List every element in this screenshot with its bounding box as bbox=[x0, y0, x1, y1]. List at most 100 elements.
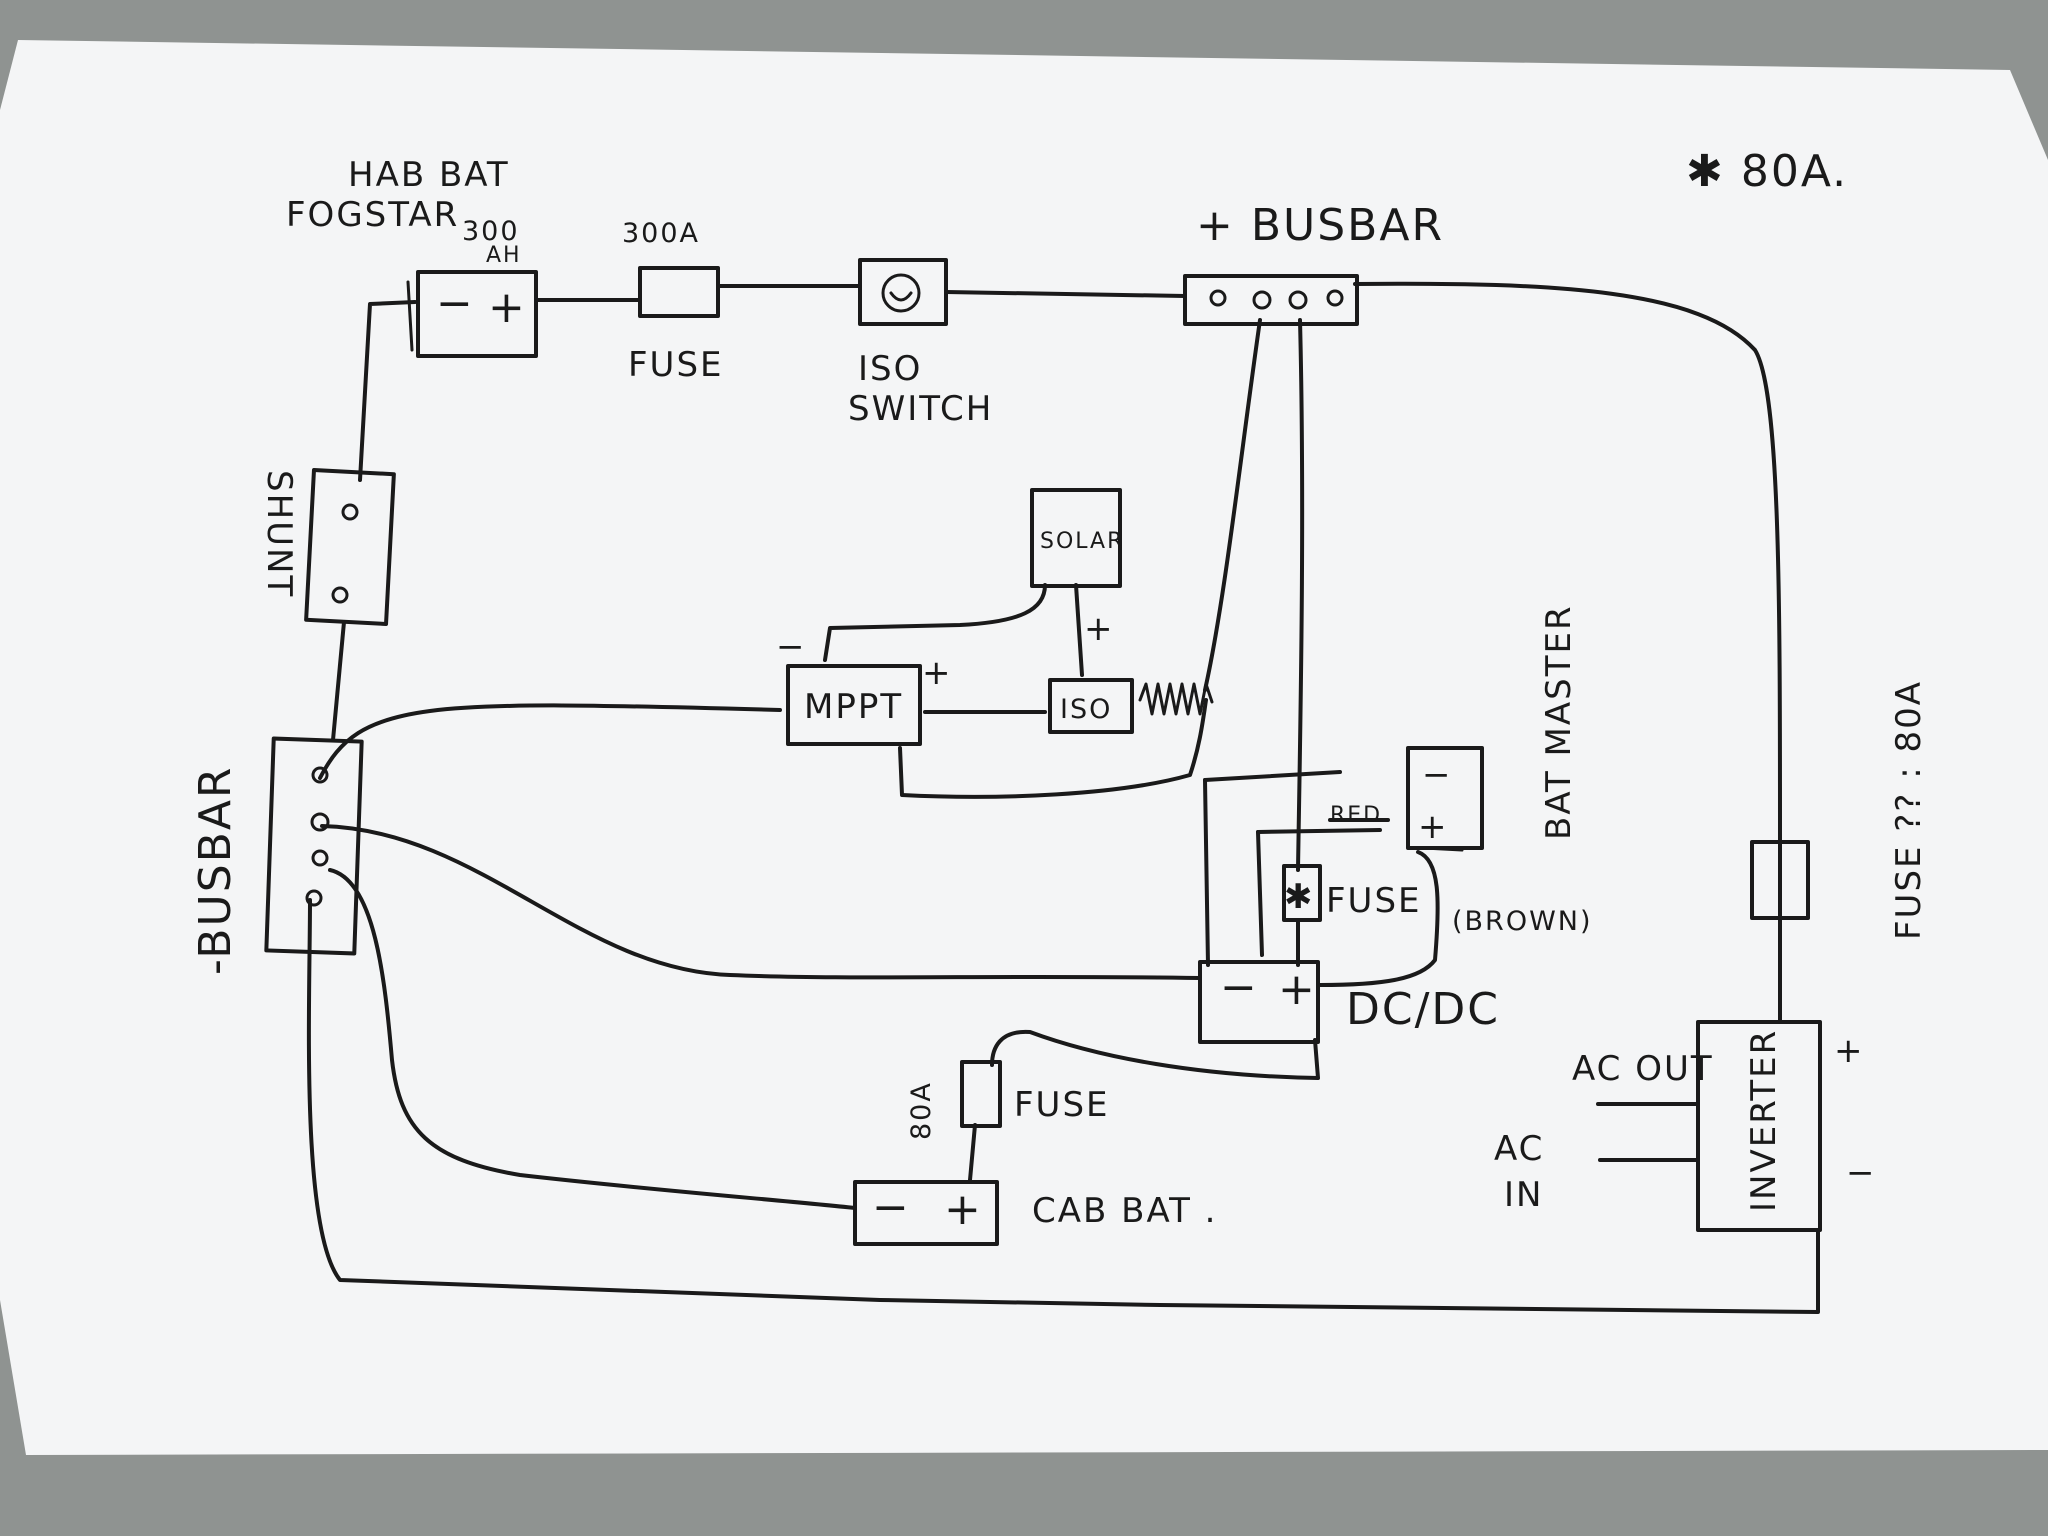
wire-dcdc-top-frame bbox=[1203, 770, 1342, 782]
neg-busbar-box bbox=[264, 736, 364, 956]
neg-busbar-terminal-4-icon bbox=[305, 889, 323, 907]
pos-busbar bbox=[1183, 274, 1359, 326]
main-fuse-label: FUSE bbox=[628, 345, 724, 385]
cab-battery-minus: − bbox=[872, 1182, 911, 1233]
cab-fuse-box bbox=[960, 1060, 1002, 1128]
iso-switch-knob-mark-icon bbox=[889, 291, 913, 302]
inverter-label: INVERTER bbox=[1744, 1029, 1784, 1212]
dcdc-fuse-star-icon: ✱ bbox=[1284, 877, 1315, 917]
bat-master-post-icon bbox=[1422, 846, 1464, 852]
neg-busbar-terminal-2-icon bbox=[310, 812, 330, 832]
neg-busbar bbox=[264, 736, 364, 956]
inverter-box bbox=[1696, 1020, 1822, 1232]
dcdc-fuse: ✱ bbox=[1282, 864, 1322, 922]
hab-bat-label: HAB BAT bbox=[348, 155, 510, 195]
cab-fuse-rating-label: 80A bbox=[906, 1081, 937, 1140]
mppt-neg-label: − bbox=[776, 627, 807, 667]
inverter-fuse-box bbox=[1750, 840, 1810, 920]
neg-busbar-terminal-3-icon bbox=[311, 849, 329, 867]
inverter-pos-label: + bbox=[1834, 1031, 1865, 1071]
inverter-fuse-label: FUSE ?? : 80A bbox=[1889, 680, 1929, 940]
cab-bat-label: CAB BAT . bbox=[1032, 1191, 1217, 1231]
wire-solar-neg-to-mppt bbox=[823, 583, 1047, 662]
shunt-box bbox=[304, 468, 396, 626]
wire-neg-busbar-to-dcdc bbox=[320, 824, 1202, 980]
main-fuse-box bbox=[638, 266, 720, 318]
wire-brown-to-dcdc bbox=[1318, 850, 1440, 987]
wire-pos-busbar-to-inverter bbox=[1353, 281, 1782, 1024]
main-fuse-rating-label: 300A bbox=[622, 218, 700, 249]
wire-neg-busbar-to-mppt bbox=[318, 703, 782, 780]
fogstar-label: FOGSTAR bbox=[286, 195, 459, 235]
solar-label: SOLAR bbox=[1040, 529, 1124, 554]
shunt-terminal-bottom-icon bbox=[331, 586, 349, 604]
mppt-box bbox=[786, 664, 922, 746]
pos-busbar-terminal-3-icon bbox=[1288, 290, 1308, 310]
cab-battery-box bbox=[853, 1180, 999, 1246]
wire-dcdc-neg-side bbox=[1203, 778, 1210, 967]
pos-busbar-label: + BUSBAR bbox=[1196, 200, 1444, 251]
paper-sheet bbox=[0, 40, 2048, 1455]
shunt bbox=[304, 468, 396, 626]
bat-master-label: BAT MASTER bbox=[1539, 604, 1579, 840]
pos-busbar-terminal-4-icon bbox=[1326, 289, 1344, 307]
inverter-neg-label: − bbox=[1846, 1153, 1877, 1193]
bat-master-minus: − bbox=[1422, 755, 1453, 795]
solar-panel-box bbox=[1030, 488, 1122, 588]
coil-wire-icon bbox=[1138, 682, 1214, 716]
solar-iso-box bbox=[1048, 678, 1134, 734]
ac-in-ac-label: AC bbox=[1494, 1129, 1544, 1169]
brown-wire-label: (BROWN) bbox=[1452, 906, 1593, 937]
ac-in-in-label: IN bbox=[1504, 1175, 1543, 1215]
wires bbox=[306, 281, 1820, 1314]
wire-solar-pos-to-iso bbox=[1074, 583, 1084, 677]
pos-busbar-box bbox=[1183, 274, 1359, 326]
hab-battery-box bbox=[416, 270, 538, 358]
pos-busbar-terminal-2-icon bbox=[1252, 290, 1272, 310]
shunt-label: SHUNT bbox=[259, 470, 299, 598]
neg-busbar-terminal-1-icon bbox=[311, 766, 329, 784]
wire-hab-bat-neg-to-shunt bbox=[358, 300, 417, 482]
dcdc-minus: − bbox=[1220, 962, 1259, 1013]
iso-switch-knob-icon bbox=[881, 273, 921, 313]
dcdc-fuse-label: FUSE bbox=[1326, 881, 1422, 921]
wire-shunt-to-neg-busbar bbox=[331, 620, 346, 742]
solar-pos-label: + bbox=[1084, 609, 1115, 649]
dcdc-charger: − + bbox=[1198, 960, 1320, 1044]
wire-neg-busbar-to-inverter bbox=[306, 898, 1820, 1314]
cab-battery: − + bbox=[853, 1180, 999, 1246]
pos-busbar-terminal-1-icon bbox=[1209, 289, 1227, 307]
bat-master: − + bbox=[1406, 746, 1484, 852]
iso-switch bbox=[858, 258, 948, 326]
bat-master-plus: + bbox=[1418, 807, 1449, 847]
cab-fuse-label: FUSE bbox=[1014, 1085, 1110, 1125]
iso-switch-iso-label: ISO bbox=[858, 349, 922, 389]
dcdc-plus: + bbox=[1278, 964, 1317, 1015]
dcdc-label: DC/DC bbox=[1346, 984, 1500, 1035]
capacity-unit-label: AH bbox=[486, 243, 522, 268]
iso-switch-switch-label: SWITCH bbox=[848, 389, 993, 429]
mppt-pos-label: + bbox=[922, 653, 953, 693]
wire-dcdc-inner-top bbox=[1256, 828, 1382, 834]
shunt-terminal-top-icon bbox=[341, 503, 359, 521]
mppt-label: MPPT bbox=[804, 687, 903, 727]
wire-neg-busbar-to-cab-bat bbox=[328, 868, 857, 1210]
ac-out-label: AC OUT bbox=[1572, 1049, 1714, 1089]
iso-switch-box bbox=[858, 258, 948, 326]
wire-iso-switch-to-pos-busbar bbox=[944, 290, 1187, 298]
dcdc-box bbox=[1198, 960, 1320, 1044]
red-wire-label: RED bbox=[1330, 803, 1382, 828]
labels: HAB BAT FOGSTAR 300 AH 300A FUSE ISO SWI… bbox=[190, 146, 1929, 1231]
hab-battery: − + bbox=[406, 270, 538, 358]
solar-iso-label: ISO bbox=[1060, 694, 1112, 725]
neg-busbar-label: -BUSBAR bbox=[190, 766, 241, 976]
hab-battery-minus: − bbox=[436, 278, 475, 329]
wire-dcdc-inner-left bbox=[1256, 830, 1264, 957]
wire-pos-busbar-to-solar-iso bbox=[1203, 318, 1262, 692]
wire-cab-fuse-to-cab-bat bbox=[968, 1123, 977, 1182]
capacity-label: 300 bbox=[462, 216, 520, 247]
hab-battery-plus: + bbox=[488, 282, 527, 333]
wire-mppt-loop bbox=[898, 698, 1208, 799]
